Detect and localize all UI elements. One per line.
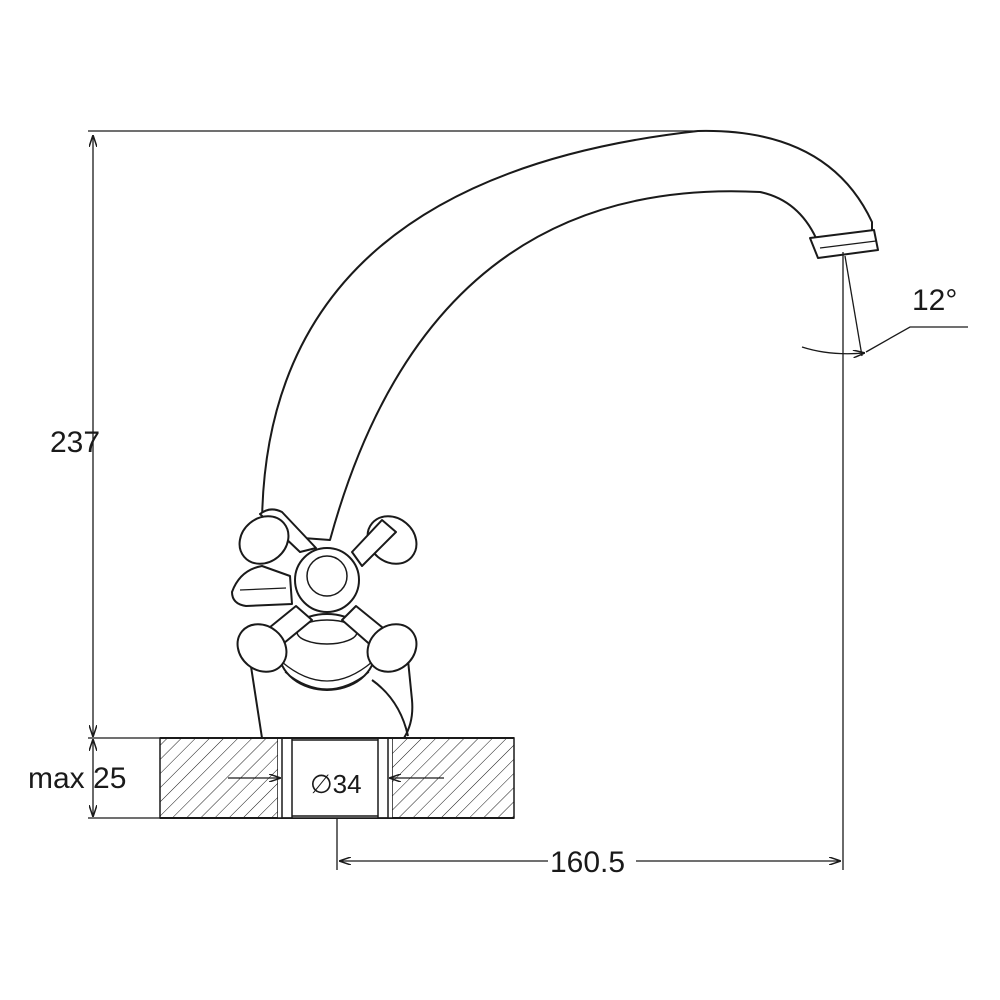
reach-dimension: 160.5 bbox=[336, 252, 844, 879]
angle-extension bbox=[844, 255, 863, 357]
handle-knob-lower-right bbox=[366, 623, 418, 673]
mounting-shank-left bbox=[281, 737, 293, 819]
spout bbox=[260, 129, 873, 541]
height-label: 237 bbox=[50, 426, 100, 459]
faucet-body bbox=[231, 129, 879, 739]
handle-arm-upper-right bbox=[351, 519, 397, 567]
angle-arc bbox=[801, 346, 864, 354]
deck-section: ∅34 bbox=[159, 737, 515, 819]
faucet-base bbox=[249, 659, 414, 739]
angle-label: 12° bbox=[912, 284, 957, 317]
hole-diameter-label: ∅34 bbox=[310, 769, 362, 799]
side-nub bbox=[231, 565, 293, 607]
handle-knob-upper-left bbox=[238, 515, 290, 565]
handle-knob-lower-left bbox=[236, 623, 288, 673]
angle-dimension: 12° bbox=[801, 255, 968, 357]
reach-label: 160.5 bbox=[550, 846, 625, 879]
deck-thickness-dimension: max 25 bbox=[28, 737, 160, 819]
mounting-hole bbox=[278, 738, 392, 818]
deck-thickness-label: max 25 bbox=[28, 762, 126, 795]
angle-leader bbox=[865, 326, 968, 353]
mounting-shank-right bbox=[377, 737, 389, 819]
height-dimension: 237 bbox=[50, 130, 700, 736]
spout-aerator bbox=[809, 229, 879, 259]
